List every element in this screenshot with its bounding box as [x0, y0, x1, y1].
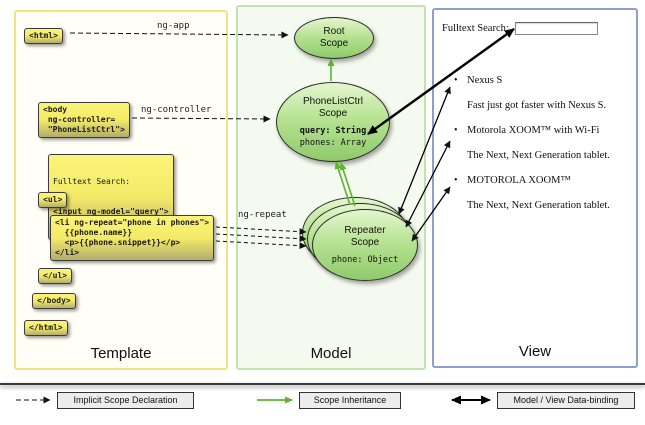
view-item-desc: Fast just got faster with Nexus S. [467, 100, 607, 111]
view-item-title: Motorola XOOM™ with Wi-Fi [467, 125, 600, 136]
phones-property: phones: Array [299, 137, 367, 148]
bullet-icon: • [454, 75, 458, 86]
bullet-icon: • [454, 125, 458, 136]
list-item: • MOTOROLA XOOM™ The Next, Next Generatio… [454, 174, 634, 212]
root-scope-ellipse: Root Scope [294, 17, 374, 59]
ng-app-label: ng-app [157, 21, 190, 31]
repeater-scope-ellipse: Repeater Scope phone: Object [312, 209, 418, 281]
fulltext-search-input [514, 22, 598, 35]
template-panel: <html> <body ng-controller= "PhoneListCt… [14, 10, 228, 370]
model-panel: Root Scope PhoneListCtrl Scope query: St… [236, 5, 426, 370]
view-item-title: MOTOROLA XOOM™ [467, 175, 571, 186]
legend-separator-line [0, 383, 645, 385]
code-li-repeat-box: <li ng-repeat="phone in phones"> {{phone… [50, 215, 215, 261]
code-ul-close-box: </ul> [38, 268, 73, 284]
query-property: query: String [299, 125, 367, 136]
view-phone-list: • Nexus S Fast just got faster with Nexus… [454, 74, 634, 224]
view-item-desc: The Next, Next Generation tablet. [467, 150, 610, 161]
code-search-input-markup: <input ng-model="query"> [53, 207, 169, 216]
view-panel-label: View [518, 343, 552, 360]
view-item-desc: The Next, Next Generation tablet. [467, 200, 610, 211]
phonelistctrl-scope-title: PhoneListCtrl Scope [302, 95, 364, 119]
list-item: • Motorola XOOM™ with Wi-Fi The Next, Nex… [454, 124, 634, 162]
code-search-label: Fulltext Search: [53, 177, 131, 186]
legend-inheritance-box: Scope Inheritance [299, 392, 401, 409]
phonelistctrl-scope-ellipse: PhoneListCtrl Scope query: String phones… [276, 82, 390, 162]
template-panel-label: Template [90, 345, 152, 362]
ng-repeat-label: ng-repeat [238, 210, 287, 220]
phone-property: phone: Object [331, 254, 399, 265]
legend-implicit-box: Implicit Scope Declaration [57, 392, 194, 409]
view-search-label: Fulltext Search: [442, 22, 509, 34]
bullet-icon: • [454, 175, 458, 186]
code-html-close-box: </html> [24, 320, 68, 336]
view-search-row: Fulltext Search: [442, 22, 598, 35]
ng-controller-label: ng-controller [141, 105, 212, 115]
view-item-title: Nexus S [467, 75, 503, 86]
code-ul-open-box: <ul> [38, 192, 68, 208]
root-scope-title: Root Scope [319, 26, 349, 49]
model-panel-label: Model [310, 345, 352, 362]
list-item: • Nexus S Fast just got faster with Nexus… [454, 74, 634, 112]
repeater-scope-title: Repeater Scope [344, 224, 386, 248]
code-html-open-box: <html> [24, 28, 63, 44]
legend-binding-box: Model / View Data-binding [497, 392, 635, 409]
view-panel: Fulltext Search: • Nexus S Fast just got … [432, 8, 638, 368]
code-body-open-box: <body ng-controller= "PhoneListCtrl"> [38, 102, 130, 138]
code-body-close-box: </body> [32, 293, 76, 309]
